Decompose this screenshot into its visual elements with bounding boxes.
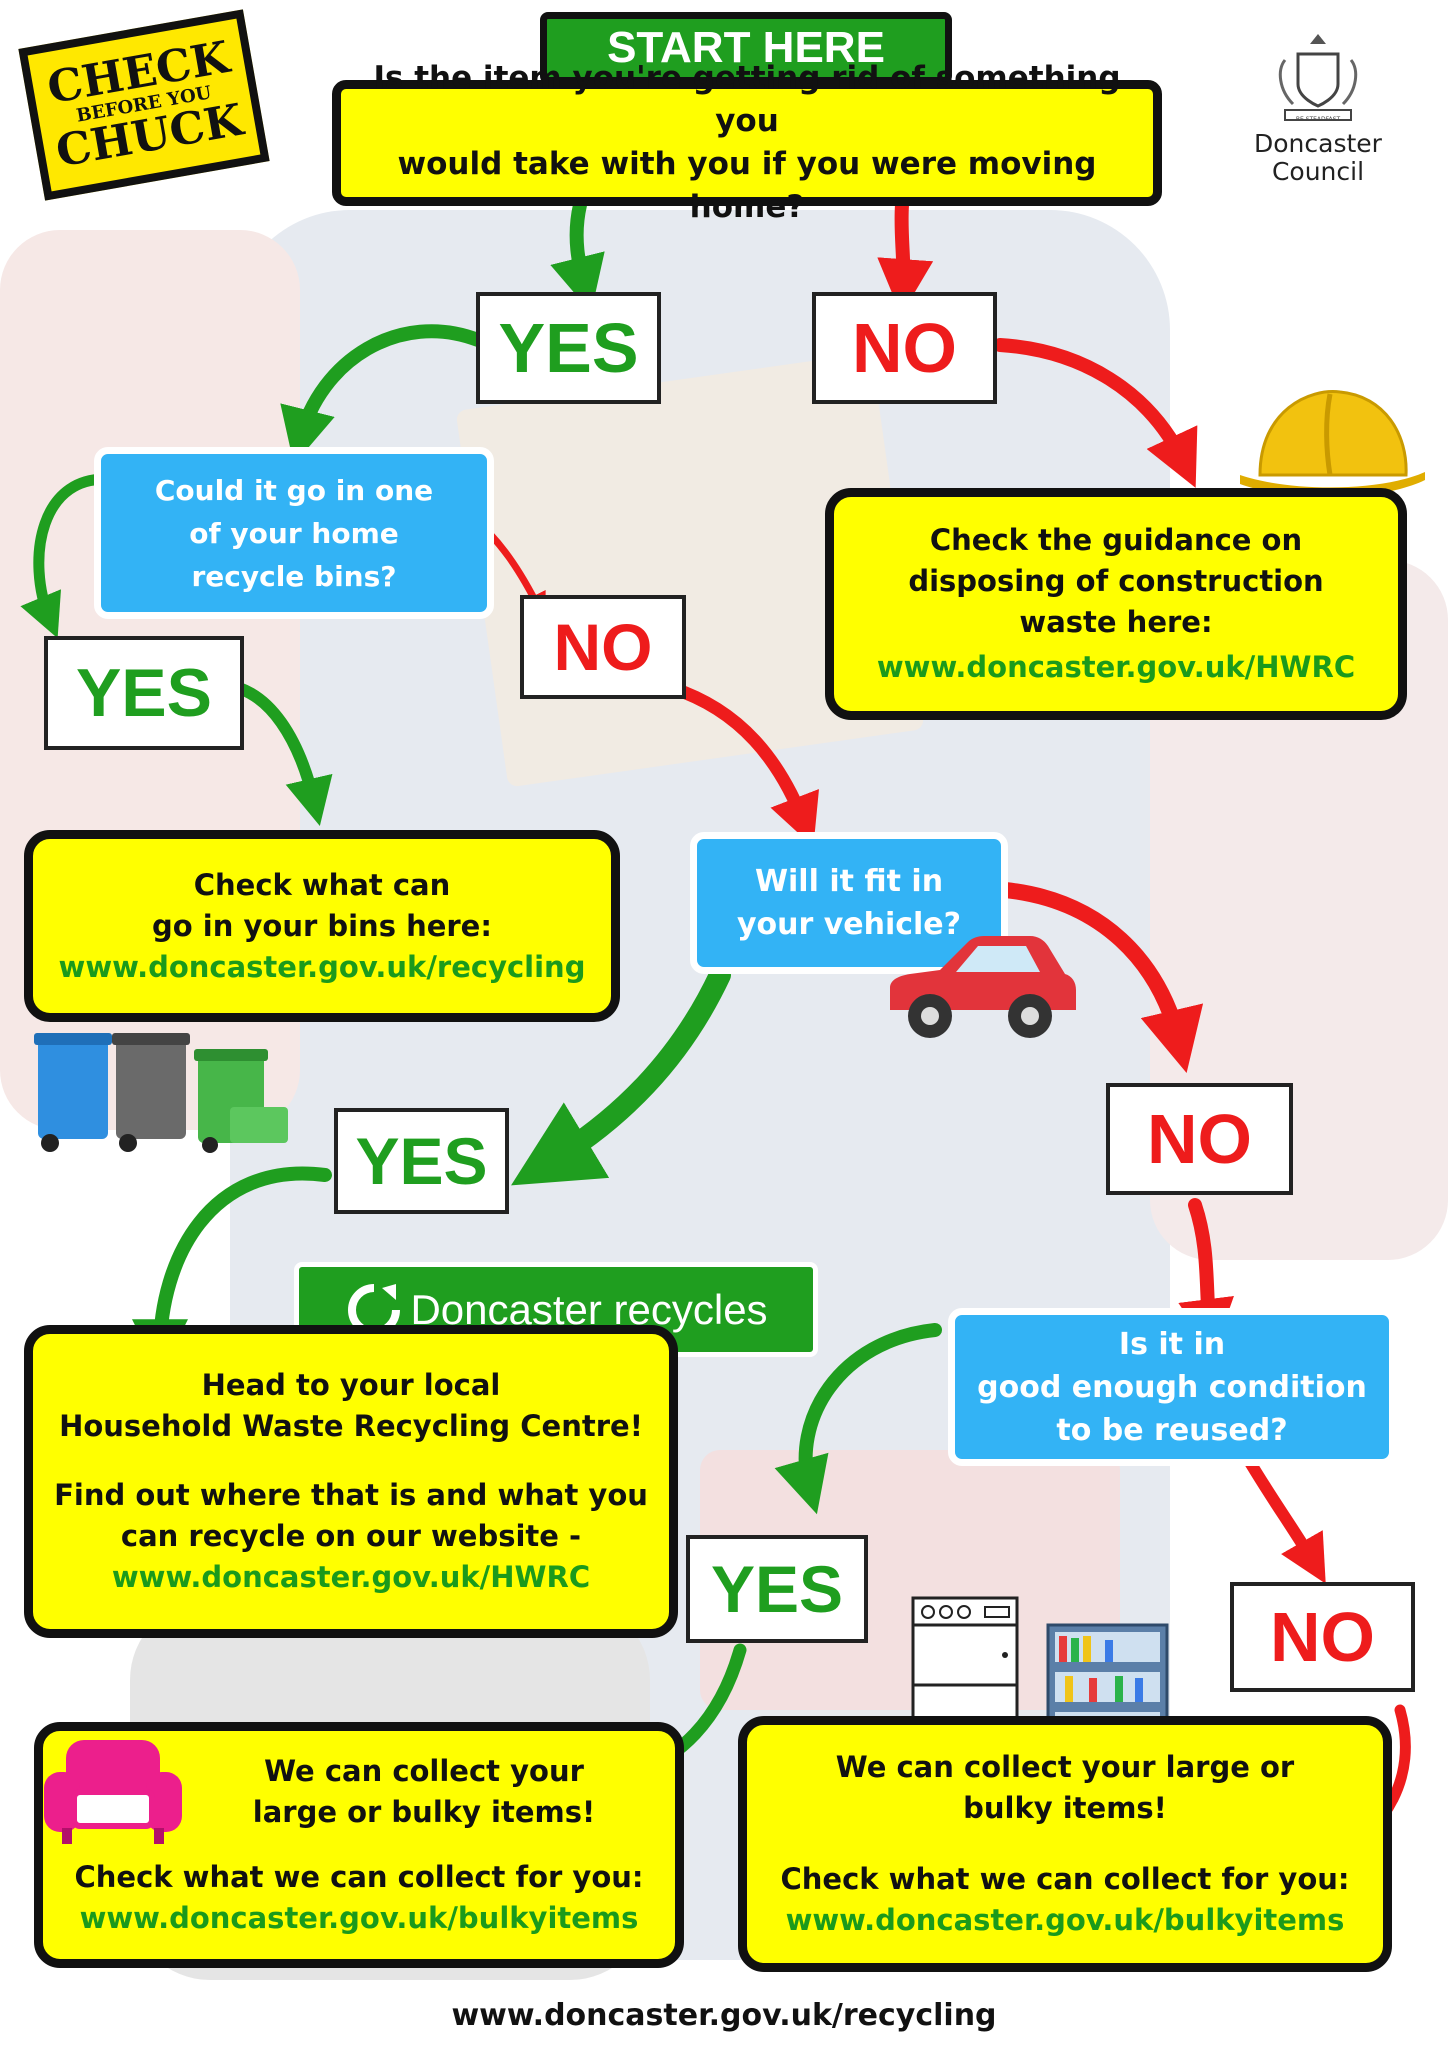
- question-reuse-condition: Is it in good enough condition to be reu…: [948, 1308, 1396, 1466]
- arrow-yes-hwrc: [132, 1166, 332, 1376]
- bins-recycling-link[interactable]: www.doncaster.gov.uk/recycling: [58, 949, 586, 984]
- label-no-bins: NO: [520, 595, 686, 699]
- q3-line-2: your vehicle?: [736, 907, 962, 942]
- bulky-right-link[interactable]: www.doncaster.gov.uk/bulkyitems: [785, 1903, 1345, 1937]
- question-moving-home: Is the item you're getting rid of someth…: [332, 60, 1162, 225]
- label-yes-bins-text: YES: [75, 655, 213, 731]
- construction-line-2: disposing of construction: [908, 564, 1324, 598]
- q4-line-2: good enough condition: [977, 1369, 1367, 1405]
- label-yes-moving-text: YES: [498, 309, 639, 387]
- arrow-yes-q2: [280, 324, 485, 465]
- label-no-bins-text: NO: [553, 610, 653, 684]
- label-no-reuse: NO: [1230, 1582, 1415, 1692]
- check-bins-box: Check what can go in your bins here: www…: [24, 830, 620, 1022]
- arrow-q3-yes: [511, 964, 731, 1186]
- hwrc-line-1: Head to your local: [201, 1368, 501, 1402]
- doncaster-recycles-text: Doncaster recycles: [410, 1285, 768, 1333]
- bulky-items-box-right: We can collect your large or bulky items…: [738, 1716, 1392, 1972]
- label-no-moving-text: NO: [852, 309, 957, 387]
- arrow-q4-yes: [774, 1323, 942, 1515]
- hwrc-line-4: can recycle on our website -: [120, 1519, 582, 1553]
- label-yes-moving: YES: [476, 292, 661, 404]
- question-home-bins: Could it go in one of your home recycle …: [94, 447, 494, 619]
- q4-line-3: to be reused?: [1056, 1412, 1288, 1448]
- label-yes-vehicle: YES: [334, 1108, 509, 1214]
- bulky-right-line-1: We can collect your large or: [835, 1750, 1295, 1784]
- bulky-left-line-2: large or bulky items!: [252, 1795, 596, 1829]
- bulky-left-line-1: We can collect your: [264, 1754, 584, 1788]
- bulky-right-line-3: Check what we can collect for you:: [780, 1862, 1350, 1896]
- hard-hat-icon: [1240, 390, 1425, 498]
- arrow-q2-yes: [20, 473, 121, 639]
- label-yes-reuse-text: YES: [710, 1552, 844, 1626]
- hwrc-line-2: Household Waste Recycling Centre!: [59, 1409, 643, 1443]
- label-yes-reuse: YES: [686, 1535, 868, 1643]
- q1-line-1: Is the item you're getting rid of someth…: [373, 60, 1121, 139]
- q2-line-2: of your home: [189, 516, 399, 550]
- bins-line-2: go in your bins here:: [152, 908, 492, 943]
- bulky-right-line-2: bulky items!: [963, 1791, 1167, 1825]
- armchair-icon: [44, 1740, 182, 1844]
- council-name-line-2: Council: [1271, 157, 1365, 186]
- label-yes-vehicle-text: YES: [355, 1124, 488, 1198]
- footer-recycling-link[interactable]: www.doncaster.gov.uk/recycling: [451, 1998, 997, 2033]
- label-yes-bins: YES: [44, 636, 244, 750]
- bulky-left-link[interactable]: www.doncaster.gov.uk/bulkyitems: [79, 1901, 639, 1935]
- arrow-q3-no: [997, 882, 1204, 1074]
- wheelie-bins-icon: [34, 1033, 288, 1153]
- arrow-no-q3: [665, 681, 819, 847]
- arrow-q1-no: [877, 198, 934, 316]
- hwrc-link[interactable]: www.doncaster.gov.uk/HWRC: [111, 1560, 591, 1594]
- council-logo: BE STEADFAST Doncaster Council: [1238, 30, 1398, 200]
- construction-line-1: Check the guidance on: [929, 523, 1303, 557]
- start-here-text: START HERE: [607, 23, 885, 72]
- label-no-vehicle: NO: [1106, 1083, 1293, 1195]
- council-crest-icon: [1278, 34, 1358, 121]
- hwrc-box: Head to your local Household Waste Recyc…: [24, 1325, 678, 1638]
- q1-line-2: would take with you if you were moving h…: [397, 146, 1097, 225]
- arrow-no-construction: [993, 338, 1198, 488]
- question-fit-vehicle: Will it fit in your vehicle?: [690, 832, 1008, 974]
- hwrc-line-3: Find out where that is and what you: [54, 1478, 648, 1512]
- construction-hwrc-link[interactable]: www.doncaster.gov.uk/HWRC: [876, 650, 1356, 684]
- car-icon: [890, 936, 1076, 1038]
- q4-line-1: Is it in: [1118, 1326, 1226, 1362]
- bins-line-1: Check what can: [193, 867, 451, 902]
- q2-line-1: Could it go in one: [154, 473, 434, 507]
- label-no-vehicle-text: NO: [1147, 1100, 1252, 1178]
- council-name-line-1: Doncaster: [1254, 129, 1382, 158]
- construction-line-3: waste here:: [1019, 605, 1213, 639]
- arrow-q1-yes: [550, 198, 605, 313]
- label-no-reuse-text: NO: [1270, 1598, 1375, 1676]
- q3-line-1: Will it fit in: [754, 864, 944, 899]
- bulky-left-line-3: Check what we can collect for you:: [74, 1860, 644, 1894]
- council-crest-motto: BE STEADFAST: [1295, 116, 1341, 123]
- label-no-moving: NO: [812, 292, 997, 404]
- q2-line-3: recycle bins?: [191, 559, 397, 593]
- recycle-loop-icon: [348, 1283, 401, 1336]
- construction-waste-box: Check the guidance on disposing of const…: [825, 488, 1407, 720]
